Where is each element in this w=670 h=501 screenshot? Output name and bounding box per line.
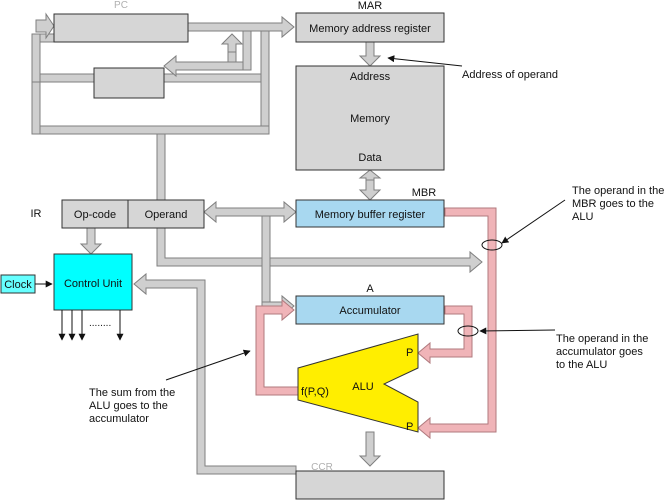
bus-operand-right xyxy=(156,227,483,274)
control-unit-label: Control Unit xyxy=(64,278,122,290)
ir-opcode-box xyxy=(61,199,129,229)
anno-sum: The sum from the ALU goes to the accumul… xyxy=(89,387,178,425)
control-unit-box xyxy=(53,253,133,311)
bus-to-operand xyxy=(156,133,166,201)
anno-acc-arrow xyxy=(479,327,556,335)
memory-label: Memory xyxy=(350,113,390,125)
clock-label: Clock xyxy=(4,279,32,291)
ir-operand-box xyxy=(127,199,205,229)
ccr-label: CCR xyxy=(311,462,333,473)
mbr-path-marker xyxy=(481,239,503,251)
bus-bottom-horizontal xyxy=(31,125,270,135)
cu-dots: ........ xyxy=(89,318,111,329)
anno-sum-line-2: ALU goes to the xyxy=(89,400,168,412)
anno-sum-arrow xyxy=(165,349,251,381)
accumulator-box xyxy=(295,295,445,325)
anno-mbr-arrow xyxy=(501,199,566,244)
mbr-label: MBR xyxy=(412,187,437,199)
anno-sum-line-3: accumulator xyxy=(89,413,149,425)
grey-buses xyxy=(31,12,483,475)
bus-opcode-cu xyxy=(79,227,103,255)
bus-arrow-address xyxy=(358,41,382,67)
bus-pc-to-mar xyxy=(187,15,295,39)
pc-box xyxy=(53,13,189,43)
pink-mbr-to-alu xyxy=(417,207,497,440)
alu-label: ALU xyxy=(352,381,373,393)
mbr-box-label: Memory buffer register xyxy=(315,209,426,221)
anno-mbr-line-1: The operand in the xyxy=(572,185,664,197)
accumulator-a-label: A xyxy=(366,283,374,295)
bus-small-up xyxy=(227,51,237,63)
anno-acc-line-3: to the ALU xyxy=(556,359,607,371)
ccr-box xyxy=(295,470,445,500)
memory-data-label: Data xyxy=(358,152,382,164)
ir-label: IR xyxy=(31,208,42,220)
ir-opcode-label: Op-code xyxy=(74,209,116,221)
alu-p-top-label: P xyxy=(406,347,413,359)
anno-address-arrow xyxy=(387,55,463,67)
memory-box xyxy=(295,65,445,171)
anno-acc-line-1: The operand in the xyxy=(556,333,648,345)
anno-mbr-operand: The operand in the MBR goes to the ALU xyxy=(572,185,667,223)
pc-label: PC xyxy=(114,0,128,11)
anno-mbr-line-2: MBR goes to the xyxy=(572,198,654,210)
bus-pc-left-down xyxy=(31,33,41,83)
anno-sum-line-1: The sum from the xyxy=(89,387,175,399)
pc-incrementer-box xyxy=(93,67,165,99)
bus-right-vertical xyxy=(260,30,270,127)
anno-mbr-line-3: ALU xyxy=(572,211,593,223)
bus-left-down-2 xyxy=(31,81,41,135)
mbr-box xyxy=(295,199,445,228)
accumulator-label: Accumulator xyxy=(339,305,400,317)
bus-memory-mbr xyxy=(358,169,382,201)
anno-address-of-operand: Address of operand xyxy=(462,69,558,81)
bus-operand-mbr xyxy=(203,200,297,224)
acc-path-marker xyxy=(457,325,479,337)
alu-p-bottom-label: P xyxy=(406,421,413,433)
anno-acc-line-2: accumulator goes xyxy=(556,346,643,358)
bus-up-into-pc xyxy=(220,33,244,53)
bus-vertical-2 xyxy=(242,30,252,71)
memory-address-label: Address xyxy=(350,71,391,83)
bus-pc-in-arrow xyxy=(35,12,55,40)
bus-mbr-to-acc-vertical xyxy=(261,215,271,303)
bus-small-right xyxy=(162,73,262,83)
bus-alu-ccr xyxy=(358,431,382,467)
ir-operand-label: Operand xyxy=(145,209,188,221)
bus-ccr-to-cu xyxy=(133,272,297,475)
anno-acc-operand: The operand in the accumulator goes to t… xyxy=(556,333,651,371)
mar-box xyxy=(295,12,445,43)
pink-acc-to-alu xyxy=(417,305,473,365)
alu-shape xyxy=(297,333,419,433)
pink-paths xyxy=(255,207,497,440)
mar-box-label: Memory address register xyxy=(309,23,431,35)
alu-fpq-label: f(P,Q) xyxy=(301,386,329,398)
pink-sum-to-acc xyxy=(255,298,299,396)
mar-label: MAR xyxy=(358,0,383,12)
